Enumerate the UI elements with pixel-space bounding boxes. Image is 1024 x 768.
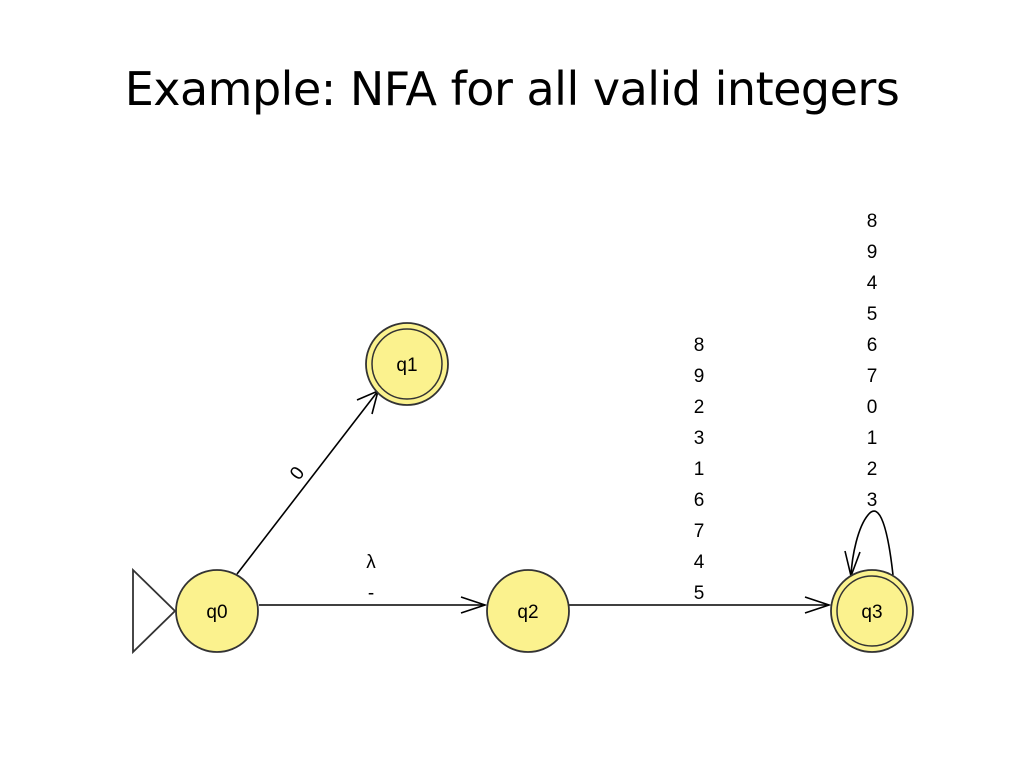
edge-symbol: λ (366, 552, 376, 573)
edge-symbol: 2 (694, 397, 705, 418)
state-q1[interactable]: q1 (365, 322, 449, 406)
edge-symbol: - (368, 583, 374, 604)
state-q0[interactable]: q0 (175, 569, 259, 653)
edge-symbol: 3 (867, 490, 878, 511)
state-q2[interactable]: q2 (486, 569, 570, 653)
edge-symbol: 4 (867, 273, 878, 294)
edge-symbol: 4 (694, 552, 705, 573)
edge-q3-q3-loop (850, 510, 894, 577)
edge-label-q0-q2: λ- (366, 552, 376, 604)
edge-symbol: 7 (694, 521, 705, 542)
edge-label-q0-q1: 0 (286, 463, 309, 484)
edge-symbol: 6 (694, 490, 705, 511)
slide-title: Example: NFA for all valid integers (124, 62, 900, 116)
edge-label-q2-q3: 8 9 2 3 1 6 7 4 5 (694, 335, 705, 604)
state-label-q0: q0 (206, 602, 227, 623)
state-label-q2: q2 (517, 602, 538, 623)
edge-symbol: 7 (867, 366, 878, 387)
edge-symbol: 1 (867, 428, 878, 449)
state-label-q1: q1 (396, 355, 417, 376)
edge-symbol: 1 (694, 459, 705, 480)
edge-symbol: 2 (867, 459, 878, 480)
edge-symbol: 8 (867, 211, 878, 232)
edge-q0-q1 (236, 390, 379, 575)
edge-symbol: 9 (694, 366, 705, 387)
edge-symbol: 8 (694, 335, 705, 356)
state-q3[interactable]: q3 (830, 569, 914, 653)
arrowhead-q2-q3 (804, 596, 832, 614)
edge-symbol: 9 (867, 242, 878, 263)
edge-symbol: 5 (867, 304, 878, 325)
edge-symbol: 6 (867, 335, 878, 356)
edge-symbol: 0 (867, 397, 878, 418)
arrowhead-q0-q2 (460, 596, 488, 614)
state-label-q3: q3 (861, 602, 882, 623)
initial-state-marker (132, 567, 177, 655)
edge-symbol: 5 (694, 583, 705, 604)
edge-label-q3-q3: 8 9 4 5 6 7 0 1 2 3 (867, 211, 878, 511)
edge-symbol: 3 (694, 428, 705, 449)
